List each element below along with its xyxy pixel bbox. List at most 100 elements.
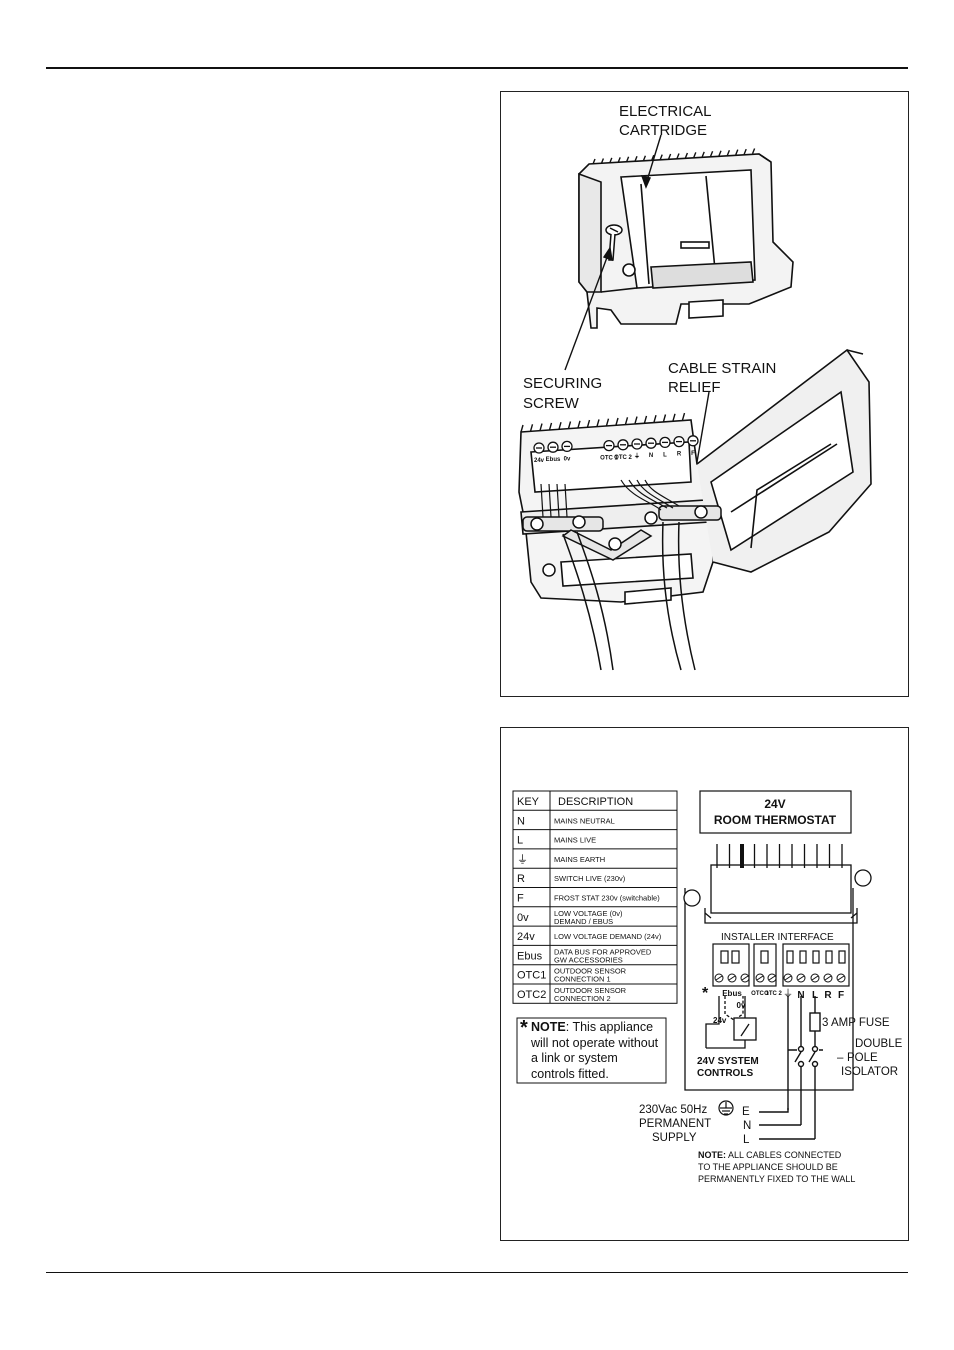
system-controls-1: 24V SYSTEM	[697, 1056, 759, 1067]
board-terminal-label: L	[812, 990, 818, 1001]
key-cell: 24v	[517, 931, 535, 943]
board-terminal-screw-slot	[824, 975, 832, 981]
control-board	[683, 864, 872, 1091]
cable-note-3: PERMANENTLY FIXED TO THE WALL	[698, 1174, 855, 1184]
board-terminal-label: Ebus	[722, 989, 742, 998]
thermostat-title-2: ROOM THERMOSTAT	[714, 813, 837, 827]
rib	[726, 149, 731, 156]
earth-symbol	[718, 1100, 734, 1116]
desc-cell: MAINS EARTH	[554, 855, 605, 864]
board-terminal-screw-slot	[715, 975, 723, 981]
board-terminal-screw-slot	[728, 975, 736, 981]
terminal-label: 24v	[534, 458, 545, 464]
key-cell: R	[517, 873, 525, 885]
svg-text:NOTE: ALL CABLES CONNECTED: NOTE: ALL CABLES CONNECTED	[698, 1150, 842, 1160]
desc-cell: OUTDOOR SENSOR	[554, 986, 627, 995]
board-terminal-screw-slot	[784, 975, 792, 981]
rib	[751, 148, 756, 154]
rib	[681, 412, 686, 421]
cable-note-1: ALL CABLES CONNECTED	[726, 1150, 842, 1160]
rib	[625, 156, 630, 163]
rib	[617, 157, 621, 163]
installer-interface-label: INSTALLER INTERFACE	[721, 932, 834, 943]
board-terminal-screw-slot	[811, 975, 819, 981]
rib	[662, 414, 667, 422]
isolator-2: POLE	[847, 1052, 878, 1064]
key-header: KEY	[517, 796, 540, 808]
terminal-label: OTC 1	[600, 456, 618, 462]
terminal-screws	[533, 435, 699, 454]
isolator-dash: –	[837, 1052, 844, 1064]
rib	[539, 423, 543, 431]
label-electrical-cartridge-2: CARTRIDGE	[619, 122, 707, 139]
rib	[624, 417, 629, 425]
key-cell: OTC1	[517, 970, 546, 982]
key-table-border	[512, 790, 678, 1004]
header-rule	[46, 67, 908, 69]
board-terminal-label: 0v	[737, 1001, 746, 1010]
rib	[684, 152, 689, 159]
isolator-1: DOUBLE	[855, 1038, 903, 1050]
key-cell: Ebus	[517, 950, 543, 962]
key-cell: OTC2	[517, 989, 546, 1001]
rib	[592, 158, 596, 165]
cables	[562, 521, 696, 671]
fuse-label: 3 AMP FUSE	[822, 1017, 890, 1029]
board-terminal-label: R	[824, 990, 832, 1001]
rib	[605, 418, 610, 426]
key-cell: 0v	[517, 912, 529, 924]
rib	[609, 157, 613, 164]
rib	[709, 151, 714, 157]
board-terminal-screw-slot	[768, 975, 776, 981]
supply-2: PERMANENT	[639, 1118, 711, 1130]
board-terminal-label: OTC 1	[751, 991, 769, 997]
label-securing-screw-1: SECURING	[523, 375, 602, 392]
desc-cell: LOW VOLTAGE DEMAND (24v)	[554, 932, 662, 941]
desc-cell: DATA BUS FOR APPROVED	[554, 947, 652, 956]
desc-cell: FROST STAT 230v (switchable)	[554, 894, 660, 903]
rib	[743, 148, 747, 155]
desc-cell: MAINS LIVE	[554, 836, 596, 845]
key-cell: L	[517, 835, 523, 847]
terminal-label: 0v	[564, 456, 571, 462]
desc-cell: CONNECTION 2	[554, 994, 611, 1003]
rib	[735, 149, 739, 155]
cartridge-closed	[578, 153, 794, 329]
rib	[520, 424, 524, 433]
rib	[653, 415, 657, 423]
wiring	[540, 479, 680, 518]
cable-note-bold: NOTE:	[698, 1150, 726, 1160]
rib	[651, 154, 655, 161]
system-controls-wiring	[705, 996, 757, 1049]
terminal-star: *	[702, 985, 709, 1002]
rib	[642, 155, 647, 161]
strain-relief-bars	[522, 505, 722, 577]
label-24v: 24v	[713, 1016, 727, 1025]
thermostat-pins	[716, 844, 843, 868]
label-cable-strain-1: CABLE STRAIN	[668, 360, 776, 377]
svg-text:NOTE: This appliance: NOTE: This appliance	[531, 1020, 653, 1034]
rib	[634, 155, 638, 162]
board-terminal-label: OTC 2	[764, 991, 782, 997]
desc-cell: OUTDOOR SENSOR	[554, 967, 627, 976]
terminal-label: F	[691, 451, 695, 457]
rib	[596, 419, 600, 427]
label-electrical-cartridge-1: ELECTRICAL	[619, 103, 712, 120]
desc-cell: GW ACCESSORIES	[554, 955, 623, 964]
desc-cell: MAINS NEUTRAL	[554, 816, 615, 825]
rib	[577, 420, 581, 428]
system-controls-2: CONTROLS	[697, 1068, 753, 1079]
rib	[672, 413, 676, 421]
thermostat-title-1: 24V	[764, 797, 785, 811]
rib	[558, 422, 562, 430]
desc-cell: DEMAND / EBUS	[554, 917, 613, 926]
appliance-note: * NOTE: This appliance will not operate …	[516, 1017, 667, 1084]
supply-1: 230Vac 50Hz	[639, 1104, 707, 1116]
board-terminal-screw-slot	[797, 975, 805, 981]
terminal-label: OTC 2	[614, 455, 632, 461]
board-terminal-screw-slot	[741, 975, 749, 981]
board-terminal-screw-slot	[756, 975, 764, 981]
